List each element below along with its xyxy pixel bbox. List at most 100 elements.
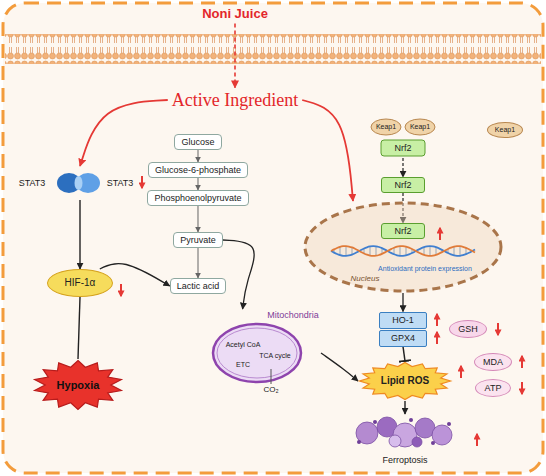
node-text: Lipid ROS bbox=[381, 375, 429, 387]
metabolite-box: Lactic acid bbox=[170, 278, 227, 294]
dna-rung bbox=[460, 246, 461, 256]
protein-box: Nrf2 bbox=[381, 223, 425, 239]
node-text: STAT3 bbox=[107, 178, 134, 188]
nucleus-compartment: NucleusAntioxidant protein expressionNrf… bbox=[303, 201, 503, 293]
release-line bbox=[271, 369, 272, 384]
node-text: Glucose bbox=[181, 137, 214, 147]
protein-ellipse: Keap1 bbox=[487, 122, 523, 138]
pathway-arrow bbox=[223, 240, 254, 309]
pathway-arrow bbox=[198, 248, 199, 278]
dna-rung bbox=[406, 247, 407, 256]
burst-polygon bbox=[360, 363, 451, 400]
dna-rung bbox=[424, 247, 425, 255]
node-text: HIF-1α bbox=[65, 277, 96, 289]
dna-rung bbox=[430, 246, 431, 256]
decrease-arrow bbox=[141, 176, 143, 188]
protein-box: HO-1 bbox=[379, 312, 427, 329]
pathway-arrow bbox=[402, 293, 403, 312]
dna-strand bbox=[331, 246, 475, 256]
node-text: Keap1 bbox=[495, 126, 515, 134]
increase-arrow bbox=[436, 314, 438, 326]
increase-arrow bbox=[521, 356, 523, 368]
node-text: Keap1 bbox=[376, 123, 396, 131]
pathway-arrow bbox=[78, 297, 80, 359]
increase-arrow bbox=[436, 332, 438, 344]
pathway-arrow bbox=[234, 23, 236, 87]
dna-rung bbox=[376, 246, 377, 256]
outer-membrane bbox=[213, 324, 301, 382]
source-label: Noni Juice bbox=[198, 5, 272, 24]
factor-ellipse: HIF-1α bbox=[47, 269, 113, 297]
increase-arrow bbox=[460, 366, 462, 378]
cell-debris bbox=[431, 441, 435, 445]
node-text: Acetyl CoA bbox=[226, 341, 261, 349]
pathway-arrow bbox=[197, 206, 198, 232]
decrease-arrow bbox=[120, 284, 122, 296]
protein-box: GPX4 bbox=[379, 330, 427, 347]
protein-lobe bbox=[75, 176, 83, 190]
node-text: CO₂ bbox=[263, 385, 278, 394]
dying-cell bbox=[356, 422, 378, 444]
node-text: ATP bbox=[485, 383, 502, 393]
pathway-arrow bbox=[80, 100, 168, 166]
protein-ellipse bbox=[371, 119, 401, 135]
nucleus-compartment-outline bbox=[303, 201, 503, 293]
metabolite-box: Glucose bbox=[174, 134, 221, 150]
node-text: Nrf2 bbox=[394, 226, 411, 236]
metabolite-box: Phosphoenolpyruvate bbox=[147, 190, 248, 206]
node-text: HO-1 bbox=[392, 315, 414, 325]
burst-shape: Hypoxia bbox=[32, 359, 124, 411]
protein-ellipse bbox=[405, 119, 435, 135]
decrease-arrow bbox=[521, 382, 523, 394]
node-text: TCA cycle bbox=[259, 352, 291, 360]
marker-ellipse: MDA bbox=[474, 353, 512, 371]
node-text: Phosphoenolpyruvate bbox=[154, 193, 241, 203]
decrease-arrow bbox=[497, 323, 499, 335]
dna-rung bbox=[340, 247, 341, 255]
node-text: Pyruvate bbox=[180, 235, 216, 245]
node-text: Mitochondria bbox=[267, 310, 319, 320]
inner-membrane bbox=[217, 328, 297, 378]
node-text: MDA bbox=[483, 357, 503, 367]
nucleus-membrane bbox=[305, 203, 501, 291]
dna-rung bbox=[370, 246, 371, 255]
increase-arrow bbox=[476, 434, 478, 446]
dying-cell bbox=[389, 435, 401, 447]
protein-box bbox=[381, 140, 425, 156]
marker-ellipse: ATP bbox=[475, 379, 511, 397]
node-text: ETC bbox=[236, 361, 250, 369]
node-text: Active Ingredient bbox=[172, 90, 298, 111]
node-text: GPX4 bbox=[391, 333, 415, 343]
node-text: Hypoxia bbox=[57, 379, 100, 392]
protein-complex: Keap1 Keap1Nrf2 bbox=[367, 118, 439, 158]
dna-strand bbox=[331, 246, 475, 256]
metabolite-box: Glucose-6-phosphate bbox=[148, 162, 248, 178]
cell-membrane bbox=[5, 34, 541, 64]
node-text: Noni Juice bbox=[202, 7, 268, 22]
pathway-arrow bbox=[302, 100, 353, 201]
protein-icon: STAT3STAT3 bbox=[18, 166, 142, 200]
burst-shape: Lipid ROS bbox=[358, 361, 452, 401]
pathway-arrow bbox=[403, 347, 405, 362]
organelle: MitochondriaAcetyl CoA TCA cycleETC CO₂ bbox=[209, 309, 321, 397]
node-text: Keap1 bbox=[410, 123, 430, 131]
pathway-arrow bbox=[321, 353, 358, 381]
node-text: Nrf2 bbox=[394, 180, 411, 190]
node-text: Nrf2 bbox=[394, 143, 411, 153]
node-text: Antioxidant protein expression bbox=[378, 265, 472, 273]
cell-outline bbox=[3, 3, 543, 473]
cell-illustration: Ferroptosis bbox=[345, 414, 465, 468]
cell-debris bbox=[373, 420, 377, 424]
metabolite-box: Pyruvate bbox=[173, 232, 223, 248]
dying-cell bbox=[432, 425, 452, 445]
pathway-arrow bbox=[404, 401, 405, 414]
dying-cell bbox=[412, 437, 422, 447]
cell-debris bbox=[357, 440, 361, 444]
dna-rung bbox=[346, 246, 347, 256]
burst-polygon bbox=[35, 361, 122, 410]
dna-rung bbox=[454, 247, 455, 256]
marker-ellipse: GSH bbox=[449, 320, 487, 338]
dna-rung bbox=[400, 246, 401, 256]
pathway-arrow bbox=[402, 158, 403, 177]
